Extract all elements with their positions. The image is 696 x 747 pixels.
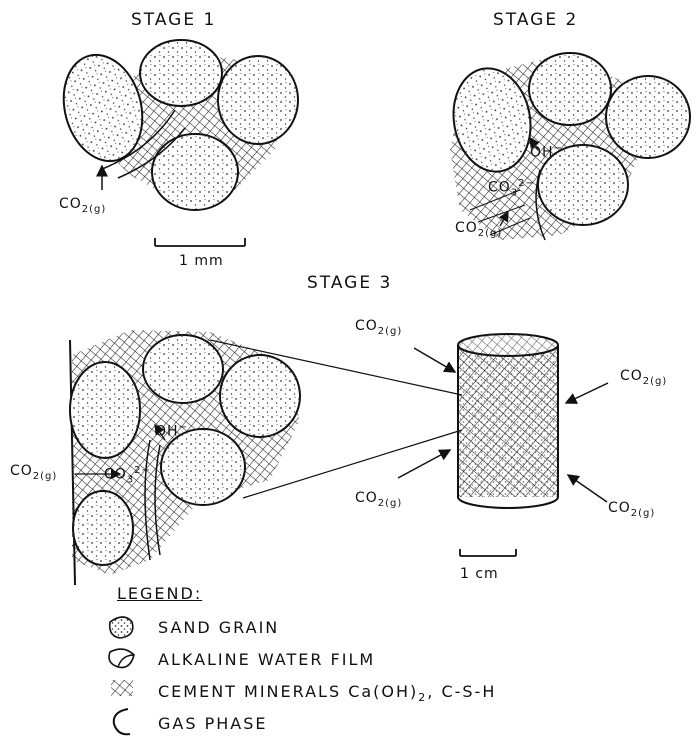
legend-cement-label: CEMENT MINERALS Ca(OH)2, C-S-H bbox=[158, 682, 496, 704]
stage2-co3-label: CO32− bbox=[488, 178, 535, 198]
stage2-grains bbox=[446, 53, 690, 240]
cylinder-co2-label-bottom-right: CO2(g) bbox=[608, 500, 655, 519]
legend-title: LEGEND: bbox=[117, 584, 202, 603]
stage3-oh-label: OH− bbox=[155, 422, 188, 440]
stage3-grains bbox=[70, 330, 462, 585]
stage3-co2-label: CO2(g) bbox=[10, 463, 57, 482]
stage1-co2-label: CO2(g) bbox=[59, 196, 106, 215]
stage1-grains bbox=[52, 40, 298, 246]
cm-scale-label: 1 cm bbox=[460, 566, 499, 582]
stage1-title: STAGE 1 bbox=[131, 10, 216, 30]
cylinder-co2-label-bottom-left: CO2(g) bbox=[355, 490, 402, 509]
concrete-cylinder bbox=[398, 334, 608, 556]
cylinder-bottom bbox=[458, 497, 558, 508]
mm-scale-label: 1 mm bbox=[179, 253, 224, 269]
legend-water-film-label: ALKALINE WATER FILM bbox=[158, 650, 375, 669]
co2-arrow-right bbox=[566, 383, 608, 403]
cylinder-co2-label-right: CO2(g) bbox=[620, 368, 667, 387]
co2-arrow-bottom-left bbox=[398, 450, 450, 478]
stage2-co2-label: CO2(g) bbox=[455, 220, 502, 239]
water-film-icon bbox=[109, 649, 134, 667]
stage2-title: STAGE 2 bbox=[493, 10, 578, 30]
legend-sand-grain-label: SAND GRAIN bbox=[158, 618, 279, 637]
gas-phase-icon bbox=[114, 709, 130, 734]
cylinder-co2-label-top-left: CO2(g) bbox=[355, 318, 402, 337]
stage3-title: STAGE 3 bbox=[307, 273, 392, 293]
legend-icons bbox=[109, 617, 134, 734]
stage3-co3-label: CO32− bbox=[104, 465, 151, 485]
co2-arrow-bottom-right bbox=[568, 475, 607, 502]
co2-arrow-top-left bbox=[414, 348, 455, 372]
stage2-oh-label: OH− bbox=[530, 143, 563, 161]
cement-crosshatch-icon bbox=[111, 680, 133, 696]
legend-gas-phase-label: GAS PHASE bbox=[158, 714, 267, 733]
